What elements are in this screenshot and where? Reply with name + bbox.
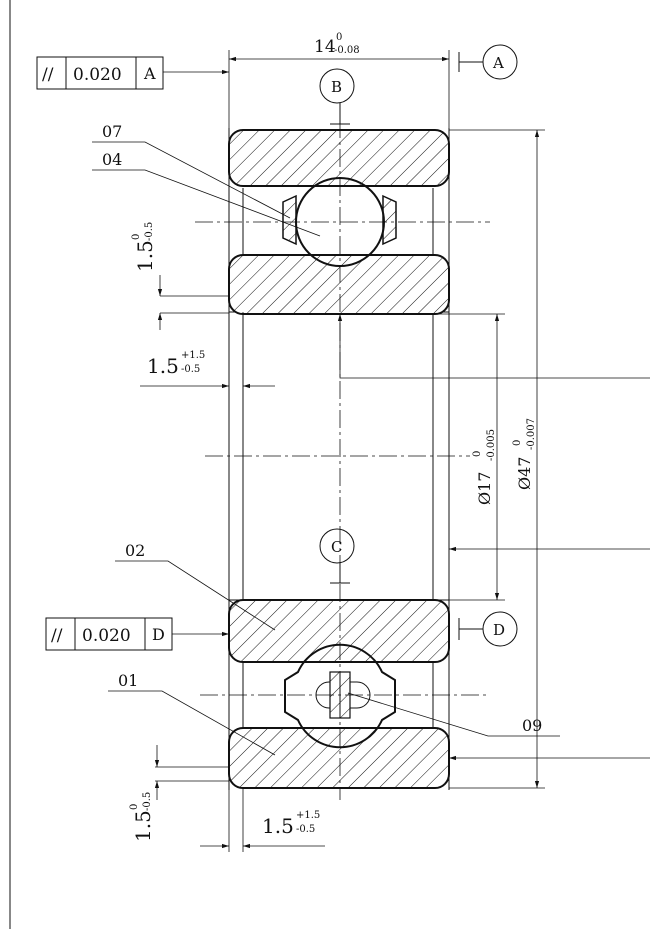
tolerance-frame-D: // 0.020 D (45, 617, 229, 651)
diameter-dimensions: Ø17 0 -0.005 Ø47 0 -0.007 (433, 129, 545, 789)
datum-C: C (319, 528, 355, 584)
tol-D-datum: D (152, 625, 165, 644)
tol-D-value: 0.020 (82, 626, 131, 646)
callout-07-label: 07 (102, 122, 122, 141)
chamfer-bottom-v-main: 1.5 (131, 810, 155, 842)
center-lines (195, 120, 490, 800)
tol-D-symbol: // (51, 626, 63, 646)
inner-ring-top (228, 254, 450, 315)
chamfer-top-h-lower: -0.5 (181, 364, 200, 375)
width-dim-lower: -0.08 (334, 45, 360, 56)
chamfer-top-h-main: 1.5 (147, 354, 179, 378)
bore-dim-upper: 0 (472, 451, 483, 457)
datum-B-label: B (331, 78, 342, 96)
bore-dim-lower: -0.005 (486, 429, 497, 461)
callout-07: 07 (92, 122, 291, 219)
tol-A-datum: A (143, 64, 156, 83)
callout-09-label: 09 (522, 716, 542, 735)
datum-A: A (458, 44, 518, 80)
callout-04: 04 (92, 150, 321, 237)
callout-02: 02 (115, 541, 276, 631)
chamfer-bottom-v-upper: 0 (129, 804, 140, 810)
tol-A-symbol: // (42, 65, 54, 85)
outer-ring-bottom (228, 727, 450, 789)
callout-02-label: 02 (125, 541, 145, 560)
outer-dim-lower: -0.007 (526, 418, 537, 450)
width-dimension: 14 0 -0.08 (228, 32, 450, 130)
datum-D-label: D (493, 621, 505, 639)
width-dim-upper: 0 (336, 32, 342, 43)
callout-01: 01 (108, 671, 276, 756)
datum-A-label: A (492, 54, 504, 72)
callout-09: 09 (347, 692, 560, 737)
width-dim-main: 14 (314, 37, 336, 57)
chamfer-bottom-v-lower: -0.5 (142, 792, 153, 811)
right-leaders (337, 314, 650, 761)
inner-ring-bottom (228, 599, 450, 663)
tol-A-value: 0.020 (73, 65, 122, 85)
chamfer-top-vertical: 1.5 0 -0.5 (131, 222, 229, 330)
outer-dim-main: Ø47 (515, 457, 534, 490)
callout-01-label: 01 (118, 671, 138, 690)
chamfer-top-v-main: 1.5 (133, 240, 157, 272)
tolerance-frame-A: // 0.020 A (36, 56, 229, 90)
chamfer-top-horizontal: 1.5 +1.5 -0.5 (140, 312, 275, 392)
bore-dim-main: Ø17 (475, 472, 494, 505)
chamfer-bottom-h-lower: -0.5 (296, 824, 315, 835)
chamfer-bottom-vertical: 1.5 0 -0.5 (129, 745, 229, 842)
outer-dim-upper: 0 (512, 440, 523, 446)
outer-ring-top (228, 129, 450, 187)
chamfer-bottom-h-upper: +1.5 (296, 810, 320, 821)
datum-D: D (458, 611, 518, 647)
chamfer-bottom-horizontal: 1.5 +1.5 -0.5 (200, 788, 325, 852)
chamfer-top-h-upper: +1.5 (181, 350, 205, 361)
chamfer-top-v-lower: -0.5 (144, 222, 155, 241)
datum-B: B (319, 68, 355, 125)
chamfer-top-v-upper: 0 (131, 234, 142, 240)
datum-C-label: C (331, 538, 342, 556)
chamfer-bottom-h-main: 1.5 (262, 814, 294, 838)
callout-04-label: 04 (102, 150, 122, 169)
